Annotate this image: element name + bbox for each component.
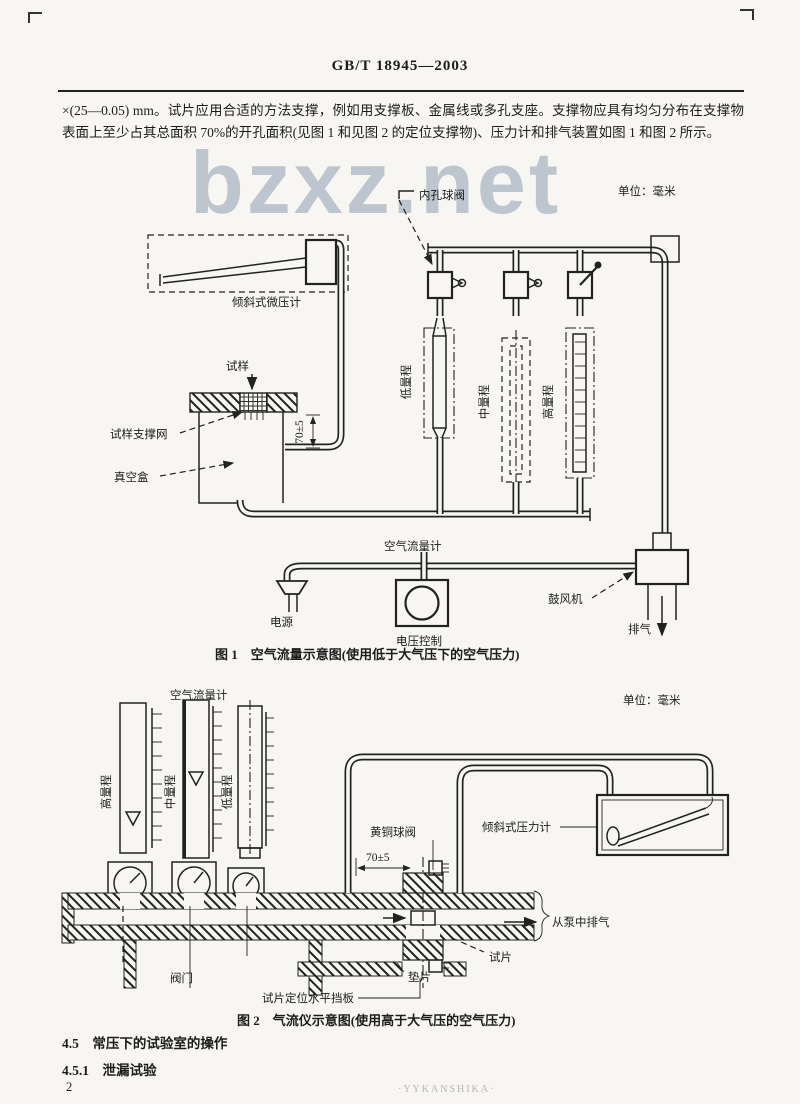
fig1-specimen-support-text: 试样支撑网 — [110, 427, 168, 441]
fig2-dim-text: 70±5 — [366, 852, 390, 864]
fig1-ball-valves — [426, 261, 602, 300]
fig2-chamber-pipes — [344, 753, 714, 893]
fig2-caption: 图 2 气流仪示意图(使用高于大气压的空气压力) — [237, 1013, 516, 1028]
fig1-specimen-chamber — [189, 392, 591, 521]
fig1-dim-text: 70±5 — [294, 420, 306, 444]
page-number: 2 — [66, 1080, 73, 1094]
fig1-blower: 鼓风机 排气 — [548, 532, 690, 637]
fig1-ball-valve-text: 内孔球阀 — [419, 188, 465, 202]
scan-corner-mark-left — [28, 12, 42, 23]
fig1-specimen-labels: 试样 试样支撑网 真空盒 — [110, 359, 258, 484]
fig1-voltage-control-text: 电压控制 — [396, 634, 442, 648]
fig2-tube2-ticks — [213, 711, 222, 839]
fig1-unit-label: 单位：毫米 — [618, 186, 676, 198]
fig1-range-low-label: 低量程 — [400, 364, 413, 399]
fig1-range-high-label: 高量程 — [541, 384, 555, 419]
fig1-exhaust-text: 排气 — [628, 622, 651, 636]
fig2-airflow-meter-text: 空气流量计 — [170, 688, 228, 702]
fig2-range-mid-label: 中量程 — [164, 774, 177, 809]
body-paragraph: ×(25—0.05) mm。试片应用合适的方法支撑，例如用支撑板、金属线或多孔支… — [62, 103, 744, 140]
fig2-inclined-gauge: 倾斜式压力计 — [482, 793, 730, 857]
fig2-ball-valve-label: 黄铜球阀 — [370, 825, 434, 870]
section-heading-4-5-1: 4.5.1 泄漏试验 — [62, 1063, 157, 1078]
fig1-caption: 图 1 空气流量示意图(使用低于大气压下的空气压力) — [215, 647, 520, 662]
fig1-vacuum-box-text: 真空盒 — [114, 470, 149, 484]
fig2-unit-label: 单位：毫米 — [623, 695, 681, 707]
fig1-diagram: 内孔球阀 倾斜式微压计 — [110, 188, 690, 648]
fig2-range-low-label: 低量程 — [221, 774, 234, 809]
fig2-flowmeter-tubes — [119, 699, 274, 859]
fig1-airflow-meter-text: 空气流量计 — [384, 539, 442, 553]
fig2-test-piece-text: 试片 — [489, 951, 512, 964]
fig1-micromanometer-text: 倾斜式微压计 — [232, 295, 301, 309]
small-watermark: ·YYKANSHIKA· — [398, 1084, 496, 1095]
fig1-specimen-text: 试样 — [226, 359, 249, 373]
fig2-fitting — [383, 857, 449, 988]
section-heading-4-5: 4.5 常压下的试验室的操作 — [62, 1036, 228, 1051]
fig1-top-manifold-pipe — [427, 235, 680, 533]
fig2-ball-valve-text: 黄铜球阀 — [370, 825, 416, 839]
fig1-tube3-ticks — [575, 341, 586, 463]
fig2-manifold — [61, 892, 535, 996]
fig1-flowmeter-tubes — [423, 317, 595, 514]
fig2-pump-outlet: 从泵中排气 — [504, 890, 610, 942]
fig1-airflow-meter: 空气流量计 — [384, 539, 442, 580]
fig2-gasket-text: 垫片 — [408, 970, 431, 984]
fig2-tube1-ticks — [152, 713, 162, 841]
fig1-voltage-control-box: 电压控制 — [394, 578, 450, 648]
fig2-diagram: 空气流量计 — [61, 688, 730, 1005]
fig1-power-line: 电源 — [270, 562, 638, 629]
fig1-valve-stubs — [436, 250, 584, 316]
fig2-tube3-ticks — [266, 717, 274, 831]
fig1-ball-valve-label: 内孔球阀 — [398, 188, 465, 266]
fig1-blower-text: 鼓风机 — [548, 592, 583, 606]
bzxz-watermark: bzxz.net — [190, 133, 562, 232]
fig2-from-pump-text: 从泵中排气 — [552, 915, 610, 929]
fig1-inclined-micromanometer: 倾斜式微压计 — [147, 234, 349, 451]
fig2-dimension: 70±5 — [355, 852, 411, 876]
fig1-range-mid-label: 中量程 — [478, 384, 491, 419]
doc-number: GB/T 18945—2003 — [331, 58, 469, 74]
fig2-range-high-label: 高量程 — [99, 774, 113, 809]
fig1-power-text: 电源 — [270, 615, 293, 629]
fig1-dimension: 70±5 — [294, 414, 320, 449]
fig2-lower-labels: 阀门 垫片 试片 试片定位水平挡板 — [122, 906, 512, 1005]
fig2-valve-text: 阀门 — [170, 971, 193, 985]
fig2-locator-text: 试片定位水平挡板 — [262, 991, 354, 1005]
header-rule — [58, 90, 744, 92]
scan-corner-mark-right — [740, 9, 754, 20]
fig2-inclined-gauge-text: 倾斜式压力计 — [482, 821, 551, 834]
